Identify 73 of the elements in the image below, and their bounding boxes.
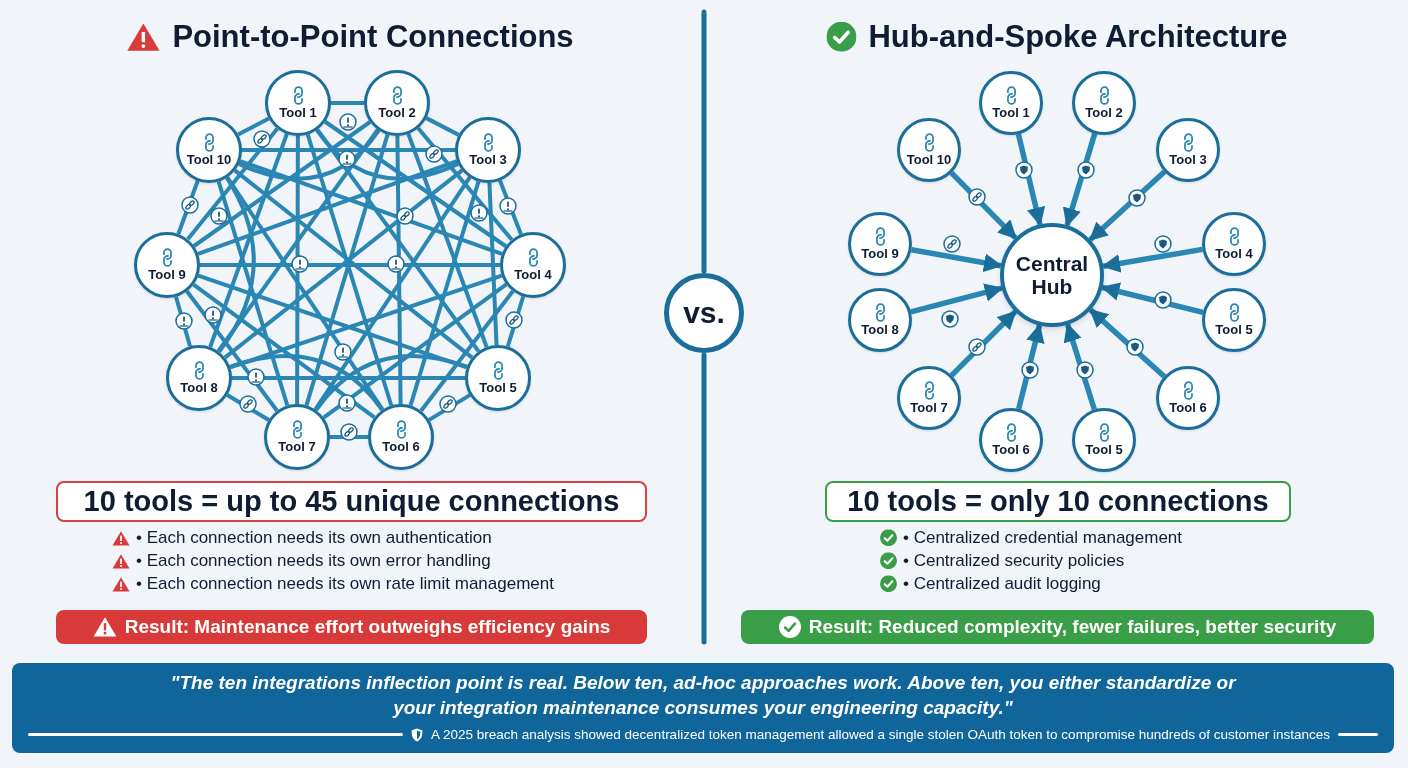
result-banner — [56, 610, 647, 644]
arrow — [1088, 169, 1167, 242]
connection-line — [174, 296, 192, 347]
summary-text: 10 tools = only 10 connections — [847, 487, 1269, 516]
arrow — [949, 309, 1018, 378]
tool-label: Tool 4 — [1215, 247, 1253, 260]
tool-label: Tool 1 — [279, 106, 317, 119]
connection-line — [322, 282, 508, 420]
tool-label: Tool 2 — [1085, 106, 1123, 119]
connection-line — [425, 116, 460, 137]
bullet-text: • Each connection needs its own rate limit management — [136, 573, 554, 596]
tool-label: Tool 6 — [992, 443, 1030, 456]
arrow — [1088, 307, 1167, 379]
section-title: Hub-and-Spoke Architecture — [868, 17, 1288, 56]
connection-line — [237, 116, 270, 137]
connection-line — [192, 282, 376, 420]
tool-label: Tool 3 — [1169, 153, 1207, 166]
connection-line — [408, 181, 481, 406]
tool-label: Tool 2 — [378, 106, 416, 119]
connection-line — [295, 136, 300, 404]
tool-label: Tool 5 — [1215, 323, 1253, 336]
connection-line — [428, 393, 471, 422]
bullet-text: • Each connection needs its own authentication — [136, 527, 492, 550]
tool-label: Tool 9 — [148, 268, 186, 281]
connection-line — [313, 176, 472, 411]
connection-line — [217, 176, 256, 353]
connection-line — [242, 148, 455, 152]
bullet-text: • Centralized credential management — [903, 527, 1183, 550]
result-text: Result: Maintenance effort outweighs efficiency gains — [124, 614, 611, 639]
tool-label: Tool 7 — [278, 440, 316, 453]
tool-label: Tool 10 — [906, 153, 952, 166]
tool-label: Tool 8 — [180, 381, 218, 394]
connection-line — [395, 135, 403, 405]
footnote-text: A 2025 breach analysis showed decentralized token management allowed a single stolen OAuth token to compromise hundreds of customer instances — [430, 725, 1330, 744]
result-text: Result: Reduced complexity, fewer failures, better security — [808, 614, 1337, 639]
summary-text: 10 tools = up to 45 unique connections — [83, 487, 620, 516]
result-banner — [741, 610, 1374, 644]
connection-line — [315, 128, 481, 353]
tool-label: Tool 1 — [992, 106, 1030, 119]
summary-box — [56, 481, 647, 522]
tool-label: Tool 5 — [479, 381, 517, 394]
section-title: Point-to-Point Connections — [172, 17, 574, 56]
tool-label: Tool 7 — [910, 401, 948, 414]
bullet-text: • Centralized audit logging — [903, 573, 1101, 596]
tool-label: Tool 4 — [514, 268, 552, 281]
tool-label: Tool 8 — [861, 323, 899, 336]
tool-label: Tool 6 — [1169, 401, 1207, 414]
arrow — [949, 170, 1018, 240]
tool-label: Tool 3 — [469, 153, 507, 166]
vs-label: vs. — [683, 298, 725, 328]
quote-banner — [12, 663, 1394, 753]
connection-line — [324, 120, 507, 248]
quote-text: "The ten integrations inflection point is real. Below ten, ad-hoc approaches work. Above ten, you either standardize or your integration maintenance consumes your engineering capacity." — [169, 671, 1238, 720]
connection-line — [330, 435, 368, 439]
connection-line — [419, 289, 515, 413]
connection-line — [192, 120, 372, 248]
connection-line — [200, 263, 500, 267]
connection-line — [416, 127, 514, 241]
connection-line — [185, 290, 279, 412]
connection-line — [331, 101, 364, 105]
summary-box — [825, 481, 1291, 522]
connection-line — [232, 376, 465, 380]
tool-label: Tool 9 — [861, 247, 899, 260]
connection-line — [487, 182, 499, 346]
bullet-text: • Centralized security policies — [903, 550, 1125, 573]
bullet-text: • Each connection needs its own error handling — [136, 550, 491, 573]
connection-line — [216, 128, 380, 353]
tool-label: Tool 10 — [186, 153, 232, 166]
connection-line — [186, 127, 279, 241]
tool-label: Tool 5 — [1085, 443, 1123, 456]
hub-label: Central Hub — [1014, 251, 1090, 299]
connection-line — [226, 393, 270, 422]
tool-label: Tool 6 — [382, 440, 420, 453]
